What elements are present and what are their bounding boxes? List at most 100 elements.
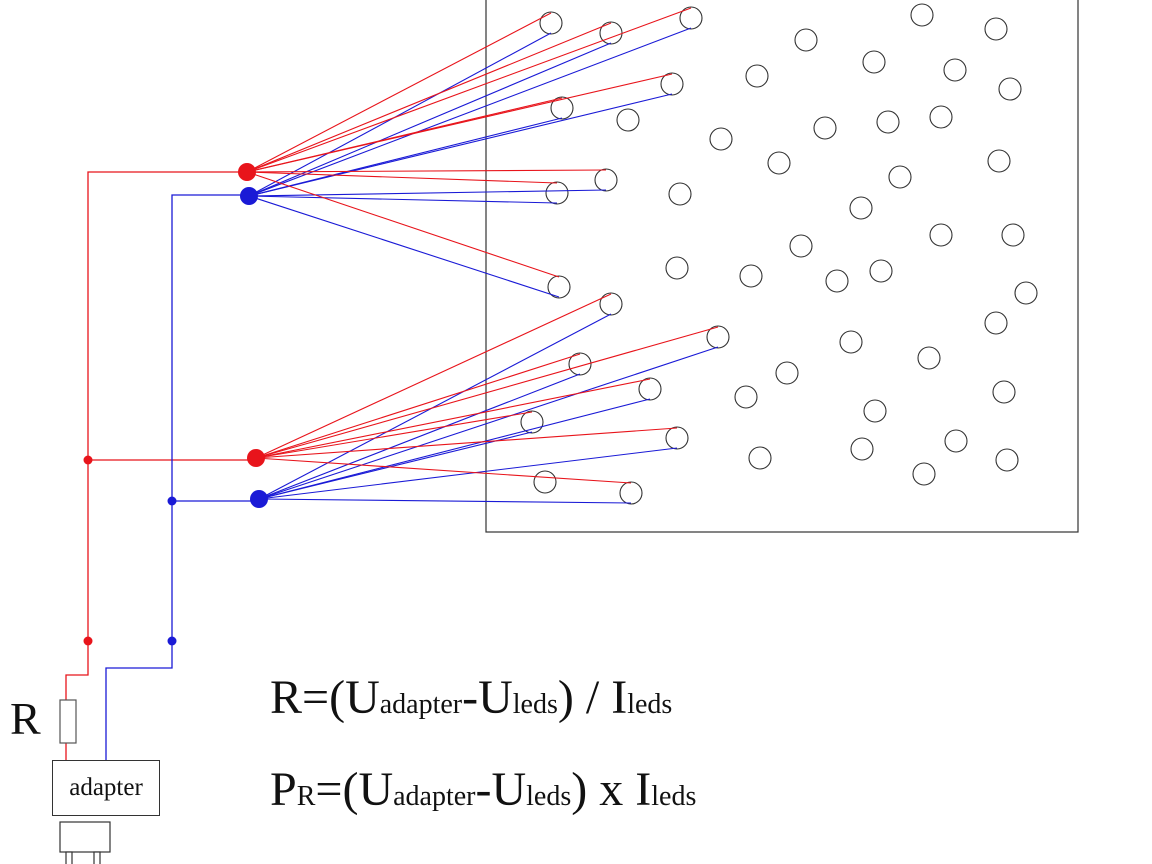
positive-fan-wire xyxy=(246,12,552,173)
led-hole xyxy=(545,181,569,205)
led-holes xyxy=(520,3,1038,505)
led-hole xyxy=(789,234,813,258)
negative-fan-wire xyxy=(248,117,563,197)
led-panel xyxy=(485,0,1079,533)
formula-subscript: leds xyxy=(526,781,572,812)
led-hole xyxy=(794,28,818,52)
negative-fan-wire xyxy=(258,373,581,500)
led-hole xyxy=(706,325,730,349)
formula-subscript: R xyxy=(296,781,316,812)
negative-fan-wire xyxy=(248,32,552,197)
formula-text: -U xyxy=(462,671,513,724)
led-hole xyxy=(539,11,563,35)
adapter-box: adapter xyxy=(52,760,160,816)
positive-fan-wire xyxy=(246,7,692,173)
led-hole xyxy=(912,462,936,486)
led-hole xyxy=(679,6,703,30)
led-hole xyxy=(984,311,1008,335)
positive-fan-wire xyxy=(255,411,533,459)
negative-hub-top xyxy=(240,187,258,205)
formula-text: ) x I xyxy=(571,763,652,816)
positive-fan-wire xyxy=(255,457,632,484)
led-hole xyxy=(813,116,837,140)
led-hole xyxy=(888,165,912,189)
led-hole xyxy=(987,149,1011,173)
led-hole xyxy=(599,292,623,316)
negative-hub-bottom xyxy=(250,490,268,508)
led-hole xyxy=(998,77,1022,101)
positive-fan-wire xyxy=(255,293,612,459)
positive-fan-wire xyxy=(246,169,607,173)
junction-dot xyxy=(167,636,177,646)
led-hole xyxy=(929,223,953,247)
fan-wires xyxy=(246,7,719,504)
formula-subscript: leds xyxy=(627,689,673,720)
led-hole xyxy=(984,17,1008,41)
positive-fan-wire xyxy=(255,378,651,459)
led-hole xyxy=(910,3,934,27)
resistance-formula: R=(Uadapter-Uleds) / Ileds xyxy=(270,670,672,725)
positive-fan-wire xyxy=(255,326,719,459)
led-hole xyxy=(869,259,893,283)
led-hole xyxy=(992,380,1016,404)
positive-fan-wire xyxy=(246,22,612,173)
led-hole xyxy=(767,151,791,175)
led-hole xyxy=(863,399,887,423)
led-hole xyxy=(739,264,763,288)
led-hole xyxy=(619,481,643,505)
formula-text: P xyxy=(270,763,297,816)
led-hole xyxy=(944,429,968,453)
led-hole xyxy=(876,110,900,134)
positive-fan-wire xyxy=(255,427,678,459)
led-hole xyxy=(568,352,592,376)
positive-fan-wire xyxy=(246,171,558,184)
junction-dot xyxy=(83,455,93,465)
positive-fan-wire xyxy=(246,97,563,173)
formula-text: R xyxy=(270,671,303,724)
led-hole xyxy=(862,50,886,74)
led-hole xyxy=(775,361,799,385)
led-hole xyxy=(734,385,758,409)
formula-subscript: leds xyxy=(651,781,697,812)
negative-fan-wire xyxy=(258,346,719,500)
plug-body xyxy=(59,821,111,853)
negative-fan-wire xyxy=(248,195,560,298)
led-hole xyxy=(995,448,1019,472)
formula-subscript: adapter xyxy=(393,781,476,812)
negative-fan-wire xyxy=(258,313,612,500)
led-hole xyxy=(547,275,571,299)
positive-fan-wire xyxy=(255,353,581,459)
led-hole xyxy=(849,196,873,220)
led-hole xyxy=(1001,223,1025,247)
negative-fan-wire xyxy=(248,189,607,197)
led-hole xyxy=(665,256,689,280)
resistor-label: R xyxy=(10,693,41,744)
plug-pin xyxy=(93,851,101,864)
negative-fan-wire xyxy=(258,431,533,500)
led-hole xyxy=(709,127,733,151)
led-hole xyxy=(665,426,689,450)
led-hole xyxy=(668,182,692,206)
formula-subscript: adapter xyxy=(379,689,463,720)
positive-hub-bottom xyxy=(247,449,265,467)
negative-fan-wire xyxy=(248,195,558,204)
power-formula: PR=(Uadapter-Uleds) x Ileds xyxy=(270,762,696,817)
led-hole xyxy=(533,470,557,494)
formula-text: =(U xyxy=(302,671,380,724)
negative-fan-wire xyxy=(248,27,692,197)
led-hole xyxy=(825,269,849,293)
negative-fan-wire xyxy=(258,447,678,500)
formula-text: -U xyxy=(475,763,527,816)
positive-hub-top xyxy=(238,163,256,181)
led-hole xyxy=(594,168,618,192)
led-hole xyxy=(929,105,953,129)
led-hole xyxy=(1014,281,1038,305)
led-hole xyxy=(748,446,772,470)
led-hole xyxy=(616,108,640,132)
led-hole xyxy=(638,377,662,401)
formula-text: =(U xyxy=(315,763,394,816)
led-hole xyxy=(917,346,941,370)
junction-dot xyxy=(83,636,93,646)
positive-fan-wire xyxy=(246,171,560,278)
